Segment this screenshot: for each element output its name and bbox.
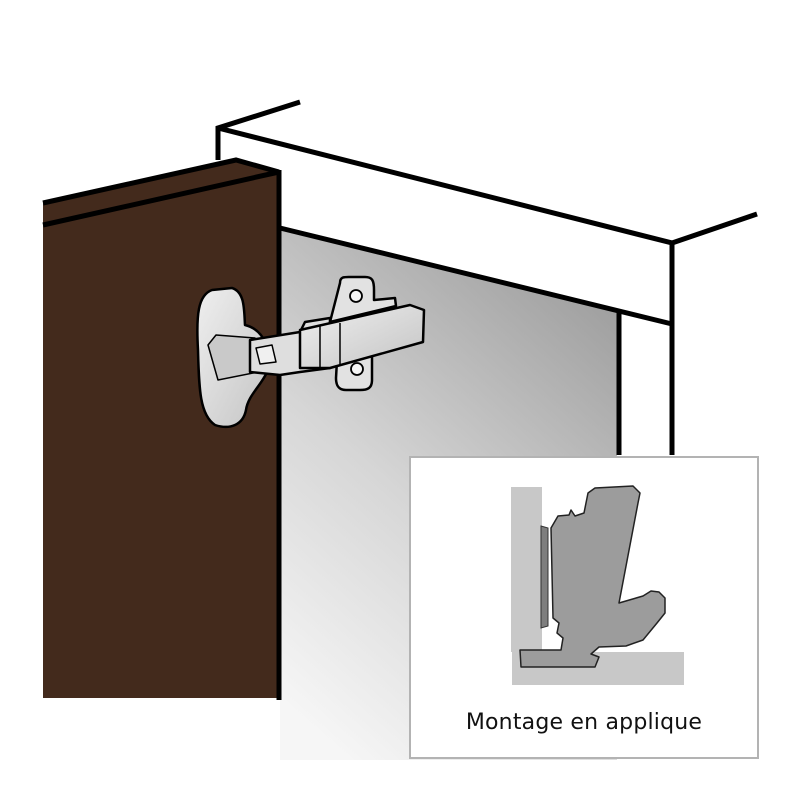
hinge-cup bbox=[196, 286, 271, 429]
screw-icon bbox=[350, 362, 364, 376]
hinge-section bbox=[519, 485, 666, 668]
inset-caption: Montage en applique bbox=[465, 710, 703, 735]
overlay-mounting-diagram bbox=[511, 485, 684, 685]
side-panel-section bbox=[511, 487, 542, 652]
cabinet-door bbox=[42, 157, 282, 700]
cabinet-top-panel bbox=[215, 99, 758, 455]
hinge-mounting-plate bbox=[298, 275, 426, 392]
mounting-diagram-inset: Montage en applique bbox=[409, 456, 759, 759]
mounting-plate-section bbox=[540, 525, 549, 629]
screw-icon bbox=[349, 289, 363, 303]
